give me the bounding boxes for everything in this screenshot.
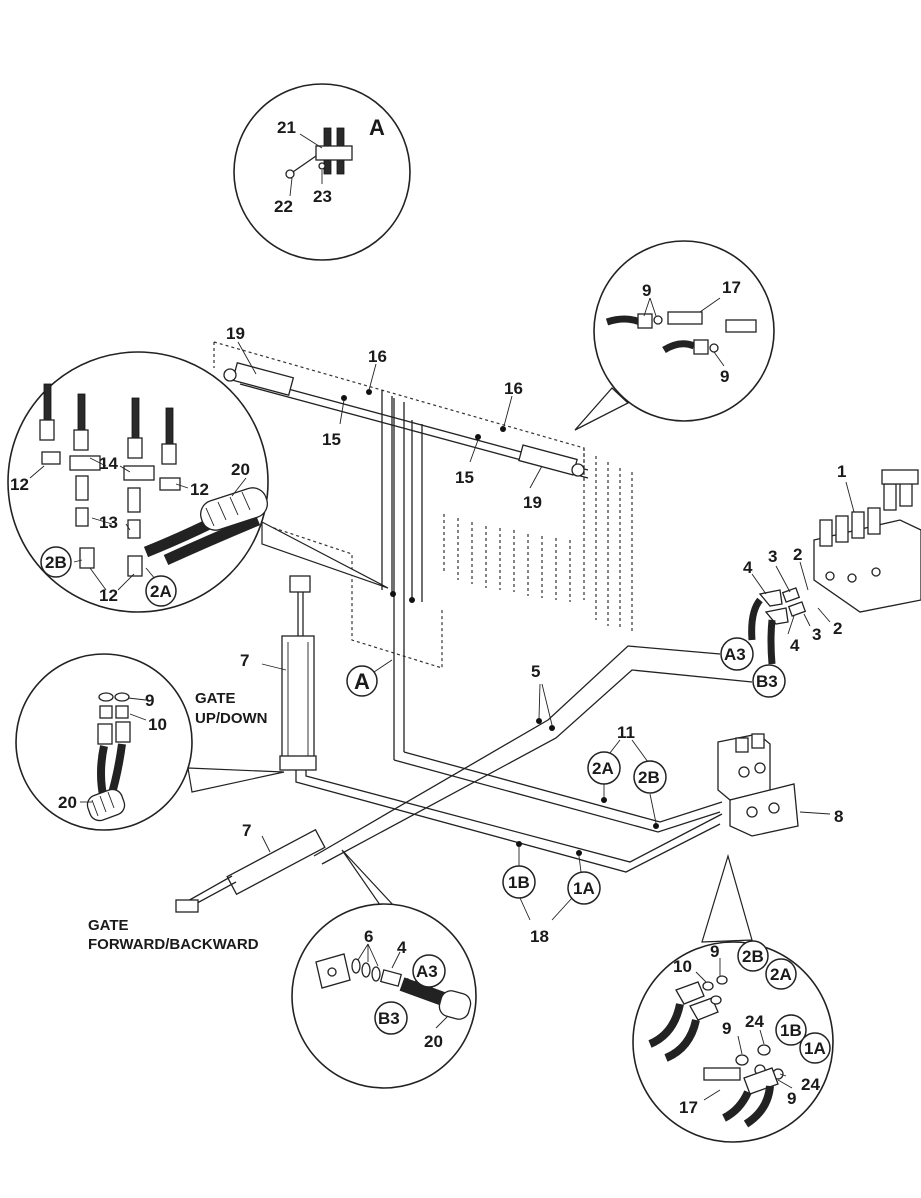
svg-text:2B: 2B xyxy=(45,553,67,572)
bubble-a3-bottom: A3 xyxy=(412,954,446,988)
callout-12-left-b: 12 xyxy=(190,480,209,499)
marker-a: A xyxy=(346,659,393,697)
callout-5: 5 xyxy=(531,662,540,681)
callout-16-upper-left: 16 xyxy=(368,347,387,366)
callout-3-right-a: 3 xyxy=(768,547,777,566)
callout-3-right-b: 3 xyxy=(812,625,821,644)
svg-text:2A: 2A xyxy=(592,759,614,778)
svg-text:2B: 2B xyxy=(638,768,660,787)
gate-updown-cylinder xyxy=(261,575,317,771)
callout-11: 11 xyxy=(617,723,635,742)
callout-2-right-b: 2 xyxy=(833,619,842,638)
svg-text:1B: 1B xyxy=(508,873,530,892)
callout-12-left-a: 12 xyxy=(10,475,29,494)
callout-2-right-a: 2 xyxy=(793,545,802,564)
bubble-b3-right: B3 xyxy=(752,664,786,698)
callout-23: 23 xyxy=(313,187,332,206)
detail-circle-left-middle xyxy=(15,653,285,831)
svg-text:2A: 2A xyxy=(150,582,172,601)
callout-20-left: 20 xyxy=(231,460,250,479)
callout-17-top-right: 17 xyxy=(722,278,741,297)
gate-fb-cylinder xyxy=(175,828,326,913)
callout-7-upper: 7 xyxy=(240,651,249,670)
svg-text:A: A xyxy=(354,669,370,694)
caption-gate-fb-line1: GATE xyxy=(88,917,129,934)
bubble-2b-mid: 2B xyxy=(633,760,667,794)
callout-9-bottom-right-b: 9 xyxy=(722,1019,731,1038)
valve-block-8 xyxy=(717,733,831,837)
callout-22: 22 xyxy=(274,197,293,216)
gate-frame-dashed xyxy=(213,341,633,669)
svg-text:B3: B3 xyxy=(378,1009,400,1028)
detail-circle-bottom-right xyxy=(632,853,834,1143)
callout-17-bottom-right: 17 xyxy=(679,1098,698,1117)
svg-text:A3: A3 xyxy=(724,645,746,664)
bubble-1b-mid: 1B xyxy=(502,865,536,899)
callout-13-left: 13 xyxy=(99,513,118,532)
callout-14-left: 14 xyxy=(99,454,118,473)
svg-text:2A: 2A xyxy=(770,965,792,984)
bubble-2b-bottom-right: 2B xyxy=(737,940,769,972)
detail-circle-left xyxy=(7,351,389,613)
caption-gate-fb-line2: FORWARD/BACKWARD xyxy=(88,936,259,953)
detail-circle-a xyxy=(233,83,411,261)
callout-1: 1 xyxy=(837,462,846,481)
callout-21: 21 xyxy=(277,118,296,137)
callout-6: 6 xyxy=(364,927,373,946)
callout-9-left-middle: 9 xyxy=(145,691,154,710)
callout-10-left-middle: 10 xyxy=(148,715,167,734)
bubble-2b-left: 2B xyxy=(40,546,72,578)
svg-text:2B: 2B xyxy=(742,947,764,966)
callout-8: 8 xyxy=(834,807,843,826)
bubble-1a-bottom-right: 1A xyxy=(799,1032,831,1064)
callout-20-left-middle: 20 xyxy=(58,793,77,812)
callout-4-right-b: 4 xyxy=(790,636,800,655)
bubble-2a-mid: 2A xyxy=(587,751,621,785)
bubble-1b-bottom-right: 1B xyxy=(775,1014,807,1046)
callout-19-upper-left: 19 xyxy=(226,324,245,343)
callout-16-upper-right: 16 xyxy=(504,379,523,398)
caption-gate-updown-line1: GATE xyxy=(195,690,236,707)
callout-19-upper-right: 19 xyxy=(523,493,542,512)
control-valve-1 xyxy=(748,469,921,665)
callout-7-lower: 7 xyxy=(242,821,251,840)
callout-9-bottom-right-a: 9 xyxy=(710,942,719,961)
callout-15-upper-left: 15 xyxy=(322,430,341,449)
svg-text:B3: B3 xyxy=(756,672,778,691)
callout-4-right-a: 4 xyxy=(743,558,753,577)
svg-text:1A: 1A xyxy=(804,1039,826,1058)
callout-12-left-c: 12 xyxy=(99,586,118,605)
upper-cylinders xyxy=(223,341,589,760)
callout-9-top-right-b: 9 xyxy=(720,367,729,386)
callout-9-bottom-right-c: 9 xyxy=(787,1089,796,1108)
main-hose-runs xyxy=(295,645,753,921)
bubble-2a-bottom-right: 2A xyxy=(765,958,797,990)
callout-4-bottom: 4 xyxy=(397,938,407,957)
callout-15-upper-right: 15 xyxy=(455,468,474,487)
callout-9-top-right-a: 9 xyxy=(642,281,651,300)
svg-text:A3: A3 xyxy=(416,962,438,981)
callout-24-bottom-right-b: 24 xyxy=(801,1075,820,1094)
bubble-b3-bottom: B3 xyxy=(374,1001,408,1035)
callout-24-bottom-right-a: 24 xyxy=(745,1012,764,1031)
svg-text:1A: 1A xyxy=(573,879,595,898)
bubble-2a-left: 2A xyxy=(145,575,177,607)
detail-circle-bottom-center xyxy=(291,849,477,1089)
callout-10-bottom-right: 10 xyxy=(673,957,692,976)
bubble-1a-mid: 1A xyxy=(567,871,601,905)
svg-text:1B: 1B xyxy=(780,1021,802,1040)
callout-20-bottom: 20 xyxy=(424,1032,443,1051)
callout-18: 18 xyxy=(530,927,549,946)
detail-circle-fittings-top-right xyxy=(574,240,775,431)
caption-gate-updown-line2: UP/DOWN xyxy=(195,710,268,727)
bubble-a3-right: A3 xyxy=(720,637,754,671)
detail-a-title: A xyxy=(369,115,385,140)
